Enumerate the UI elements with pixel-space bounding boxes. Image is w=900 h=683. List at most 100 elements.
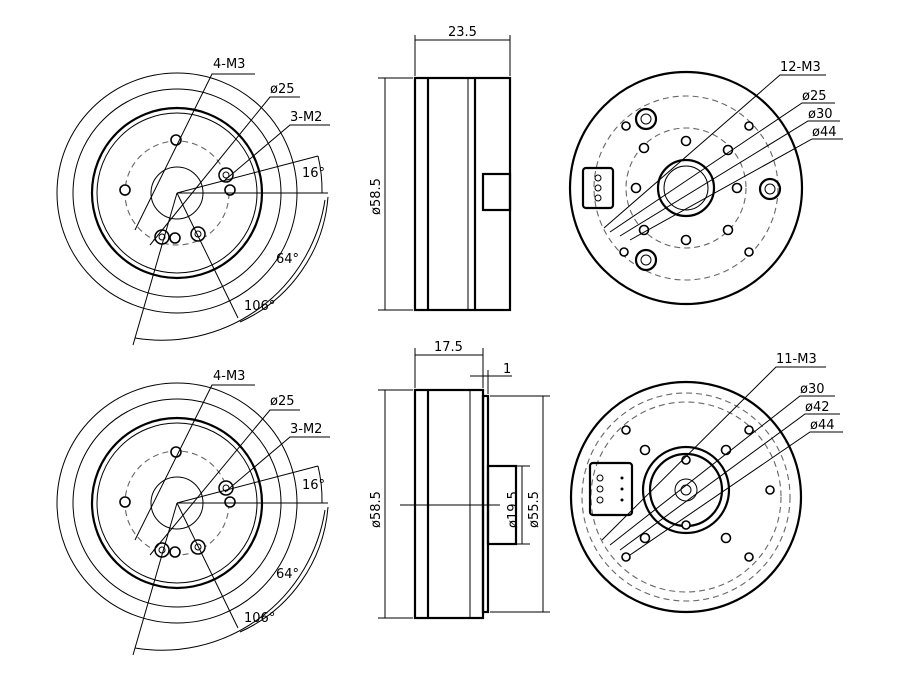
label-16deg: 16° (302, 478, 325, 493)
angle-ray (176, 502, 239, 629)
label-4m3: 4-M3 (213, 369, 245, 384)
label-3m2: 3-M2 (290, 422, 322, 437)
label-12m3: 12-M3 (780, 60, 821, 75)
large-hole-inner (764, 183, 776, 195)
m3-hole (621, 552, 631, 562)
m3-hole (619, 247, 629, 257)
m2-hole (218, 167, 234, 183)
m3-hole (681, 520, 691, 530)
m3-hole (680, 135, 692, 147)
leader-d44 (629, 431, 843, 556)
large-hole (634, 107, 658, 131)
label-d30: ø30 (800, 382, 825, 397)
m3-hole (119, 184, 131, 196)
m3-hole (744, 552, 754, 562)
pin (594, 194, 602, 202)
m3-hole (169, 546, 181, 558)
label-3m2: 3-M2 (290, 110, 322, 125)
arc-106 (134, 199, 326, 341)
arc-106 (134, 509, 326, 651)
leader-d30 (609, 395, 835, 546)
m3-hole (638, 142, 650, 154)
m2-hole (218, 480, 234, 496)
rear-outer (568, 70, 804, 306)
label-11m3: 11-M3 (776, 352, 817, 367)
m3-hole (744, 247, 754, 257)
pin (596, 485, 604, 493)
rear-outer (569, 380, 803, 614)
label-width: 23.5 (448, 25, 477, 40)
label-d44: ø44 (812, 125, 837, 140)
label-d25: ø25 (270, 82, 295, 97)
m2-hole-inner (158, 233, 166, 241)
m3-hole (621, 121, 631, 131)
m3-hole (720, 532, 732, 544)
dash-circle (590, 401, 782, 593)
angle-ray (132, 192, 178, 346)
rear-connector (581, 166, 615, 210)
pin-dot (620, 487, 624, 491)
label-d25: ø25 (802, 89, 827, 104)
label-diameter: ø58.5 (369, 491, 384, 528)
leader-12m3 (603, 74, 826, 229)
leader-11m3 (601, 366, 826, 541)
rear-bore (656, 158, 716, 218)
label-d44: ø44 (810, 418, 835, 433)
label-step: 1 (503, 362, 511, 377)
connector (481, 172, 512, 212)
bottom-rear-view: 11-M3 ø30 ø42 ø44 (569, 352, 843, 614)
m3-hole (630, 182, 642, 194)
label-outer-dia: ø55.5 (527, 491, 542, 528)
label-shaft-dia: ø19.5 (506, 491, 521, 528)
label-d30: ø30 (808, 107, 833, 122)
m2-hole (154, 542, 170, 558)
m3-hole (744, 121, 754, 131)
bottom-front-view: 4-M3 ø25 3-M2 16° 64° 106° (56, 369, 330, 656)
bottom-side-view: 17.5 1 ø58.5 ø19.5 ø55.5 (369, 340, 550, 620)
leader-d44 (629, 138, 843, 241)
pin (596, 474, 604, 482)
label-16deg: 16° (302, 166, 325, 181)
m3-hole (744, 425, 754, 435)
m2-hole-inner (222, 171, 230, 179)
large-hole-inner (640, 254, 652, 266)
pin (594, 184, 602, 192)
rear-shaft (674, 478, 698, 502)
leader-d25 (149, 96, 300, 246)
leader-d25 (609, 102, 835, 233)
leader-d30 (619, 120, 840, 237)
side-body (413, 388, 485, 620)
dash-circle (581, 392, 791, 602)
arc-64 (239, 506, 329, 633)
large-hole-inner (640, 113, 652, 125)
label-d42: ø42 (805, 400, 830, 415)
label-d25: ø25 (270, 394, 295, 409)
m3-hole (731, 182, 743, 194)
label-width: 17.5 (434, 340, 463, 355)
m2-hole-inner (158, 546, 166, 554)
m3-hole (119, 496, 131, 508)
dash-circle (625, 127, 747, 249)
top-front-view: 4-M3 ø25 3-M2 16° 64° 106° (56, 57, 330, 346)
m3-hole (639, 532, 651, 544)
label-106deg: 106° (244, 299, 275, 314)
m3-hole (169, 232, 181, 244)
rear-bore-inner (663, 165, 709, 211)
angle-ray (176, 192, 239, 319)
m3-hole (639, 444, 651, 456)
m3-hole (170, 446, 182, 458)
arc-16 (317, 155, 323, 194)
large-hole (758, 177, 782, 201)
angle-ray (176, 155, 319, 194)
dash-circle (593, 95, 779, 281)
leader-d42 (619, 413, 840, 551)
m3-hole (681, 455, 691, 465)
leader-4m3 (134, 384, 255, 541)
side-body (413, 76, 512, 312)
label-diameter: ø58.5 (369, 178, 384, 215)
rear-ring-outer (641, 445, 731, 535)
pin (596, 496, 604, 504)
rear-shaft-inner (680, 484, 692, 496)
